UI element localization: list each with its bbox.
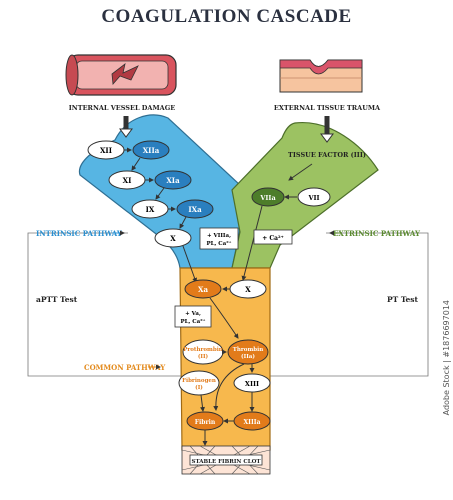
factor-fibrinogen-line2: (I) — [195, 384, 203, 391]
intrinsic-cofactor-line2: PL, Ca²⁺ — [206, 240, 231, 247]
factor-thrombin — [227, 339, 269, 365]
stable-clot-box — [189, 454, 263, 466]
page-title: COAGULATION CASCADE — [101, 6, 352, 27]
factor-thrombin-line1: Thrombin — [233, 347, 263, 353]
common-pathway-label: COMMON PATHWAY — [84, 363, 166, 372]
factor-xa — [184, 279, 222, 299]
factor-vii — [297, 187, 331, 207]
factor-xa-label: Xa — [198, 285, 208, 294]
factor-xi-label: XI — [123, 176, 132, 185]
factor-viia-label: VIIa — [259, 194, 276, 202]
vessel-damage-illustration — [65, 54, 177, 96]
pt-bracket — [270, 232, 429, 377]
intrinsic-pathway-label: INTRINSIC PATHWAY — [36, 229, 123, 238]
tissue-trauma-illustration — [279, 59, 363, 93]
factor-ix-label: IX — [146, 205, 155, 214]
factor-thrombin-line2: (IIa) — [241, 353, 255, 360]
aptt-bracket — [27, 232, 182, 377]
common-cofactor-line2: PL, Ca²⁺ — [180, 318, 205, 325]
factor-x-intrinsic-label: X — [170, 234, 176, 243]
aptt-label: aPTT Test — [36, 295, 78, 304]
factor-xiia-label: XIIa — [143, 146, 160, 155]
extrinsic-pathway-label: EXTRINSIC PATHWAY — [333, 229, 421, 238]
factor-fibrinogen — [178, 370, 220, 396]
watermark-text: Adobe Stock | #1876697014 — [442, 300, 451, 416]
internal-damage-label: INTERNAL VESSEL DAMAGE — [69, 104, 175, 112]
intrinsic-cofactor-box — [199, 227, 239, 250]
factor-ixa — [176, 199, 214, 219]
intrinsic-cofactor-line1: + VIIIa, — [207, 233, 231, 239]
factor-xiiia-label: XIIIa — [244, 419, 261, 426]
factor-prothrombin-line2: (II) — [198, 353, 209, 360]
external-trauma-label: EXTERNAL TISSUE TRAUMA — [274, 104, 381, 112]
factor-xia-label: XIa — [166, 176, 180, 185]
factor-xia — [154, 170, 192, 190]
factor-x-common-label: X — [245, 285, 251, 294]
factor-xii-label: XII — [100, 146, 112, 155]
pt-label: PT Test — [387, 295, 419, 304]
factor-x-intrinsic — [154, 228, 192, 248]
factor-xiia — [132, 140, 170, 160]
factor-fibrinogen-line1: Fibrinogen — [182, 378, 216, 384]
factor-prothrombin-line1: Prothrombin — [183, 347, 223, 353]
factor-xiii-label: XIII — [245, 380, 259, 388]
common-cofactor-box — [174, 305, 212, 328]
factor-vii-label: VII — [307, 194, 319, 202]
factor-ixa-label: IXa — [188, 205, 202, 214]
tissue-factor-label: TISSUE FACTOR (III) — [288, 151, 366, 159]
common-cofactor-line1: + Va, — [185, 311, 201, 317]
extrinsic-cofactor-label: + Ca²⁺ — [262, 235, 284, 242]
extrinsic-cofactor-box — [253, 229, 293, 245]
stable-clot-label: STABLE FIBRIN CLOT — [192, 459, 262, 465]
factor-fibrin-label: Fibrin — [195, 419, 216, 426]
